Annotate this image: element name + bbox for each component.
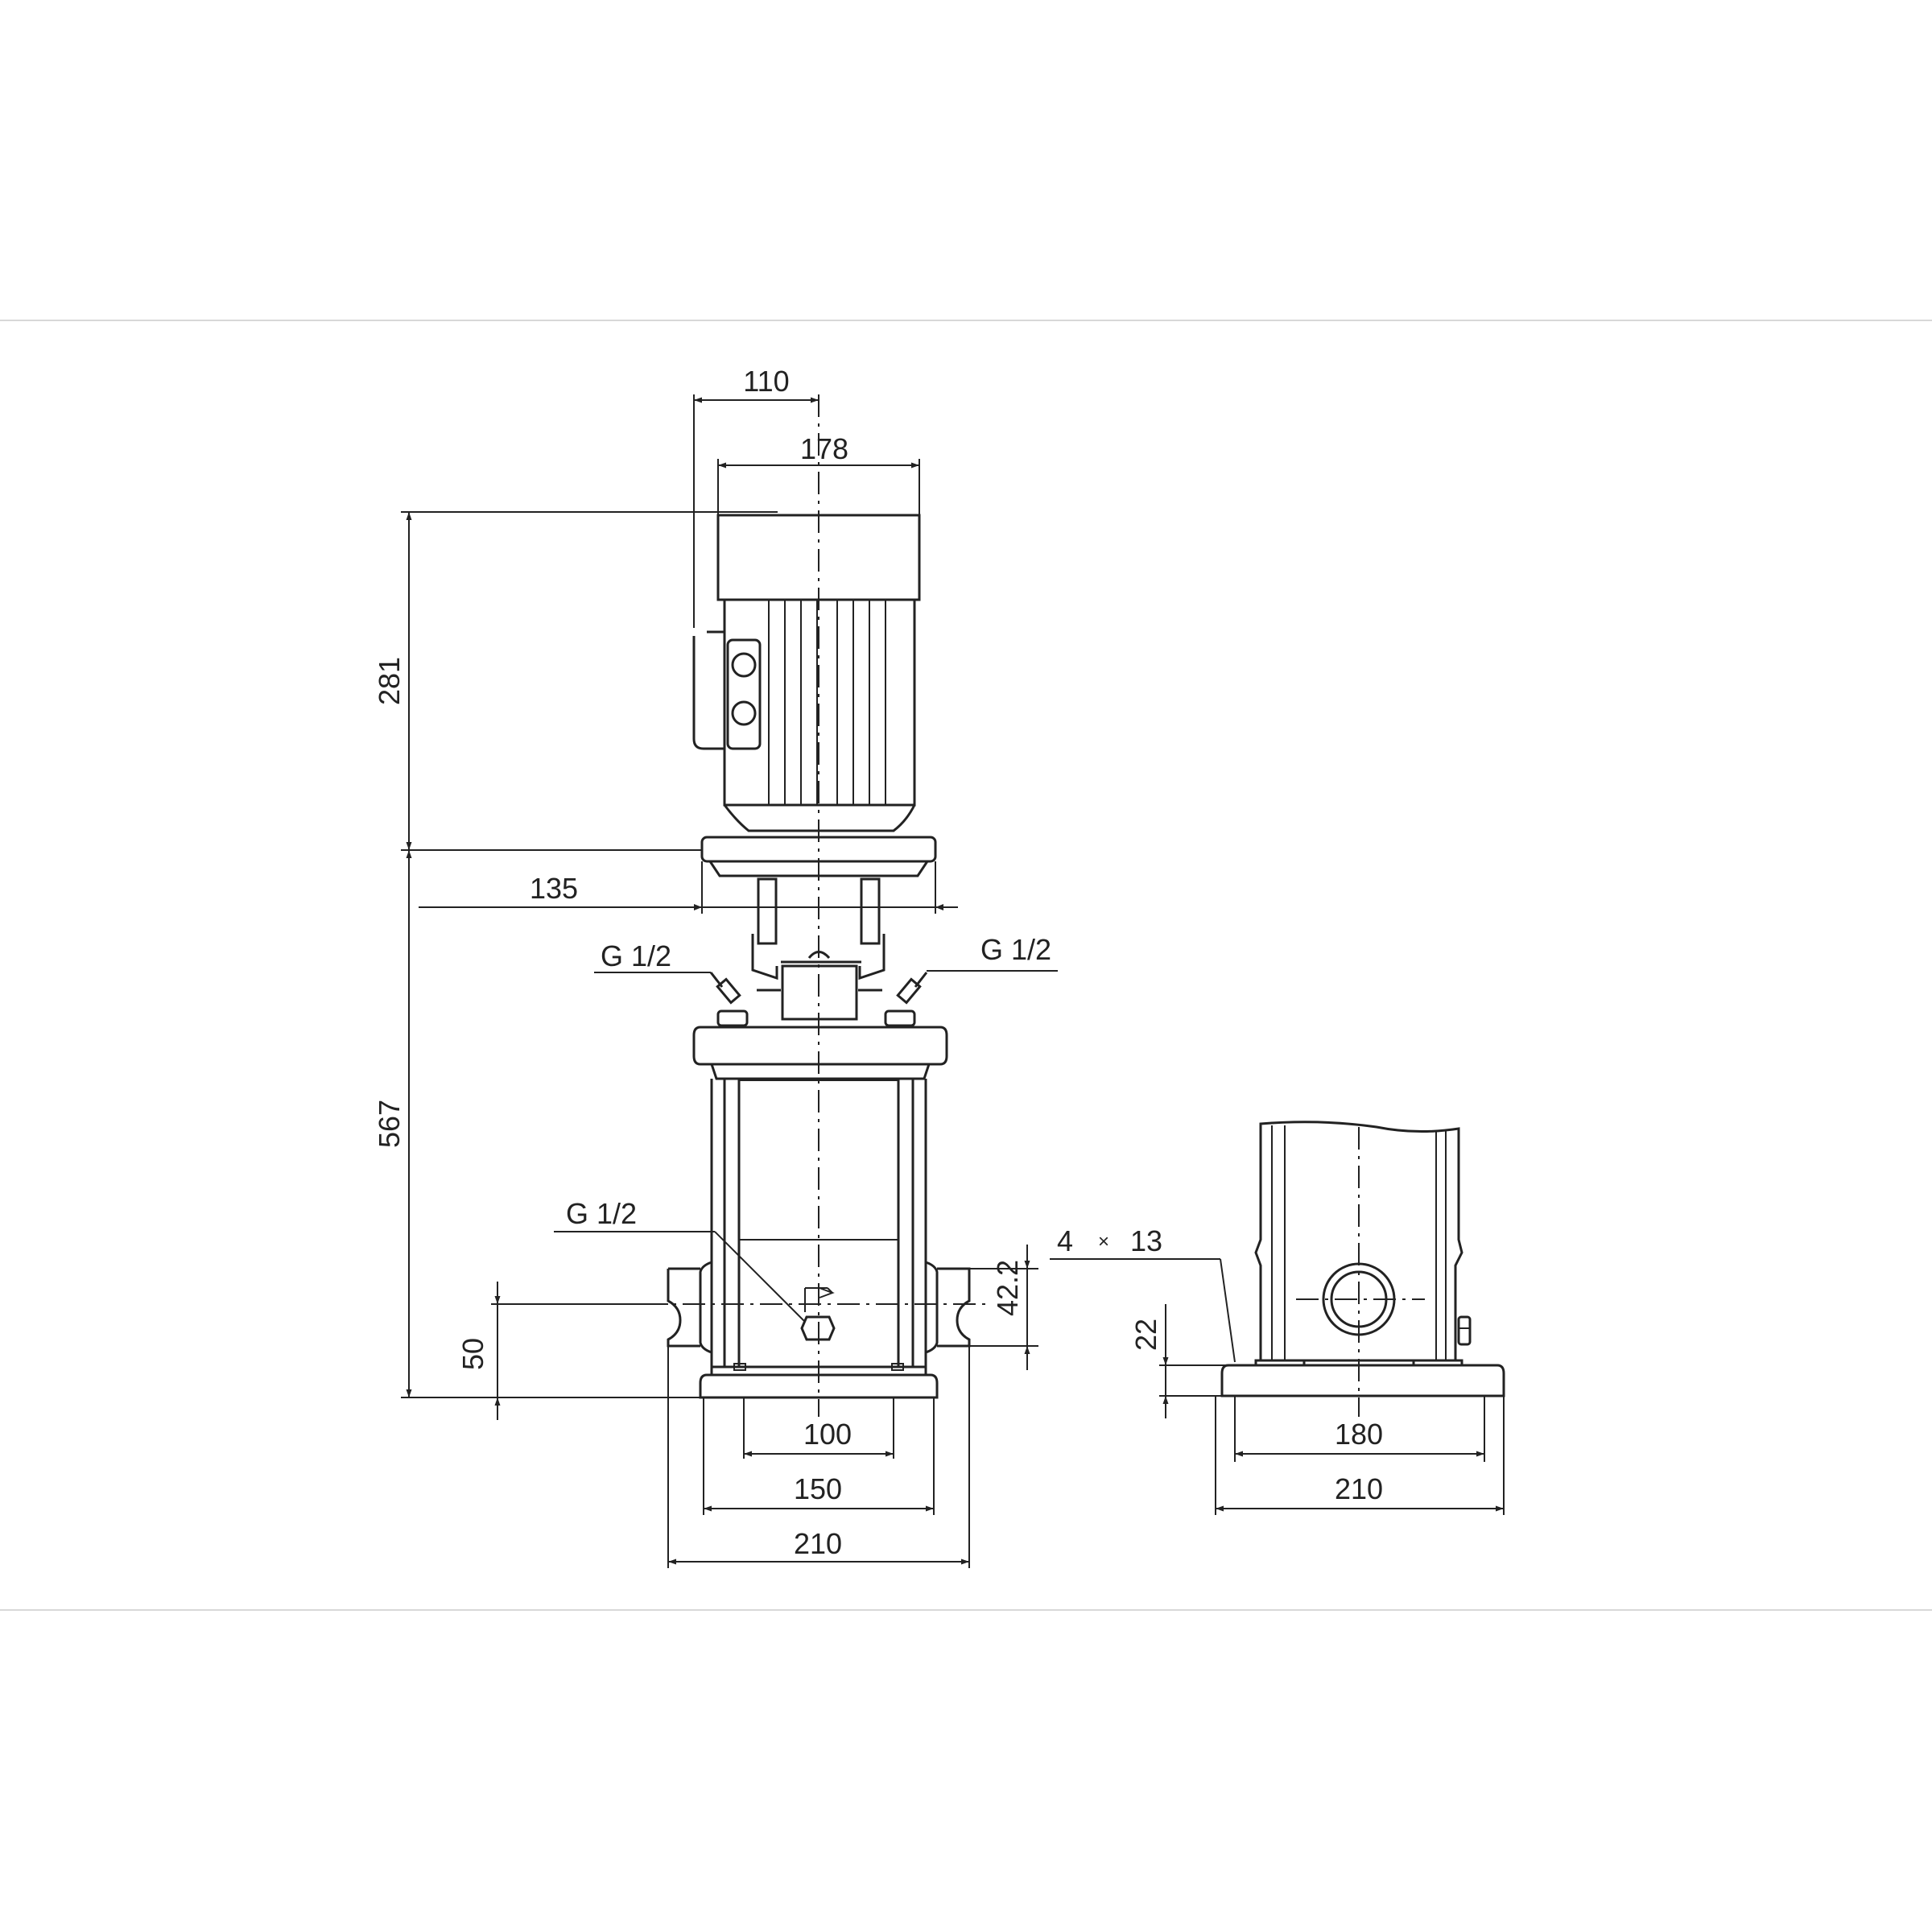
pump-sleeve [710,1079,927,1367]
dim-flange-offset: 42.2 [991,1260,1024,1316]
dim-motor-height: 281 [373,657,406,705]
bolt-nut-left [716,1009,749,1027]
dim-flange-width: 135 [530,872,578,905]
cable-gland-lower [731,700,757,726]
dim-base-inner: 100 [803,1418,852,1451]
side-dimensions: 4 × 13 22 180 210 [1050,1224,1505,1515]
cable-gland-upper [731,652,757,678]
outlet-neck [924,1244,939,1354]
dim-inlet-height: 50 [456,1338,489,1370]
label-drain-port: G 1/2 [566,1197,637,1230]
bolt-nut-right [884,1009,916,1027]
inlet-neck [699,1244,713,1354]
front-view [644,394,990,1417]
side-view [1220,1121,1505,1417]
side-drain-plug [1457,1315,1472,1346]
label-holes-count: 4 [1057,1224,1073,1257]
vent-plug-left [709,972,741,1005]
label-holes-times: × [1098,1231,1109,1253]
dim-foot-height: 22 [1129,1319,1162,1351]
outlet-flange [937,1267,971,1348]
base-plate [699,1363,939,1399]
dim-base-outer: 210 [794,1527,842,1560]
drain-plug [800,1287,836,1341]
side-pump-body [1254,1121,1463,1362]
label-port-right: G 1/2 [980,933,1051,966]
dim-pump-height: 567 [373,1100,406,1148]
vent-plug-right [896,972,928,1005]
front-dimensions: 110 178 281 567 135 G 1/2 G 1/2 G 1/2 [373,365,1058,1568]
dim-side-base-outer: 210 [1335,1472,1383,1505]
dim-base-mid: 150 [794,1472,842,1505]
inlet-flange [667,1267,700,1348]
label-port-left: G 1/2 [601,939,671,972]
dim-motor-offset: 110 [743,365,789,398]
label-holes-diameter: 13 [1130,1224,1162,1257]
pump-head [692,1026,948,1066]
dim-motor-width: 178 [800,432,848,465]
dim-side-base-inner: 180 [1335,1418,1383,1451]
motor [692,514,921,832]
side-base-plate [1220,1364,1505,1397]
